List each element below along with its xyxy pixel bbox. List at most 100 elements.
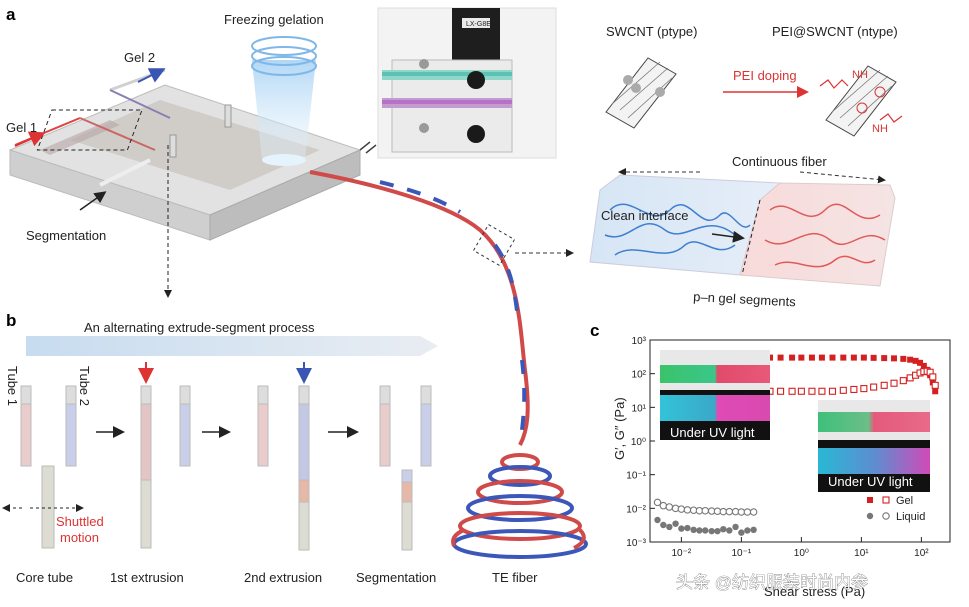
gel2-label: Gel 2 [124, 50, 155, 65]
freezing-beam [251, 36, 317, 166]
data-point-s2 [719, 507, 728, 516]
legend-marker [866, 512, 874, 520]
data-point-s3 [720, 525, 727, 533]
data-point-s0 [932, 388, 939, 395]
zoom-box [472, 223, 516, 267]
segmentation-arrow [79, 191, 107, 211]
data-point-s1 [777, 387, 785, 395]
inset-photo-liquid: Under UV light [818, 400, 930, 492]
tube1-label: Tube 1 [5, 366, 20, 406]
data-point-s2 [743, 508, 752, 516]
x-tick-label: 10⁻² [672, 548, 692, 559]
data-point-s0 [907, 356, 914, 363]
nh-label-2: NH [872, 123, 888, 135]
gel1-arrow [14, 131, 46, 147]
data-point-s1 [931, 381, 939, 389]
x-tick-label: 10⁰ [794, 548, 809, 559]
gel1-label: Gel 1 [6, 120, 37, 135]
data-point-s0 [798, 354, 805, 361]
data-point-s3 [684, 524, 691, 532]
segmentation-stage [379, 385, 432, 551]
shuttled-line-2: motion [60, 530, 99, 545]
data-point-s2 [665, 503, 674, 511]
legend-marker [882, 496, 890, 504]
shuttled-line-1: Shuttled [56, 514, 104, 529]
data-point-s3 [714, 527, 721, 535]
break-mark [359, 141, 371, 151]
data-point-s1 [850, 385, 858, 393]
data-point-s2 [677, 505, 686, 513]
data-point-s1 [788, 387, 796, 395]
data-point-s3 [702, 527, 709, 534]
x-tick-label: 10² [914, 548, 929, 559]
data-point-s1 [828, 387, 837, 395]
data-point-s1 [808, 387, 816, 395]
legend-marker [867, 497, 873, 503]
data-point-s3 [738, 529, 745, 536]
clean-interface-label: Clean interface [601, 208, 688, 223]
y-axis-label: G′, G″ (Pa) [612, 397, 627, 460]
data-point-s0 [777, 354, 784, 361]
y-tick-label: 10¹ [632, 403, 647, 414]
swcnt-tube [605, 57, 677, 129]
gel2-arrow [137, 68, 166, 83]
watermark: 头条 @纺织服装时尚内参 [676, 573, 868, 592]
swcnt-label: SWCNT (ptype) [606, 24, 698, 39]
data-point-s2 [725, 507, 734, 516]
data-point-s3 [660, 521, 667, 529]
data-point-s2 [737, 508, 746, 516]
te-fiber-strand [309, 170, 530, 446]
data-point-s3 [750, 526, 757, 534]
data-point-s0 [920, 362, 927, 369]
data-point-s3 [708, 527, 715, 535]
data-point-s0 [860, 354, 867, 361]
inset-uv-text-1: Under UV light [670, 425, 755, 440]
continuous-fiber-block [589, 174, 896, 287]
data-point-s2 [749, 508, 758, 516]
data-point-s3 [696, 527, 703, 534]
pn-segments-label: p–n gel segments [693, 289, 797, 309]
data-point-s0 [917, 359, 924, 366]
y-tick-label: 10⁻² [626, 504, 646, 515]
legend-label: Liquid [896, 511, 925, 523]
segmentation-step-label: Segmentation [356, 570, 436, 585]
data-point-s3 [690, 526, 697, 534]
core-tube-label: Core tube [16, 570, 73, 585]
tube2-label: Tube 2 [77, 366, 92, 406]
core-tube-stage [20, 385, 77, 549]
data-point-s3 [678, 525, 685, 532]
data-point-s1 [899, 377, 907, 385]
pei-swcnt-tube [819, 65, 903, 137]
data-point-s1 [890, 379, 898, 387]
data-point-s0 [818, 354, 825, 361]
data-point-s0 [840, 354, 847, 361]
second-extrusion-stage [257, 385, 310, 551]
nh-label-1: NH [852, 69, 868, 81]
data-point-s0 [808, 354, 815, 361]
freezing-gelation-label: Freezing gelation [224, 12, 324, 27]
process-arrow [26, 336, 438, 356]
y-tick-label: 10³ [632, 336, 647, 347]
y-tick-label: 10⁻³ [626, 538, 646, 549]
data-point-s0 [881, 355, 888, 362]
data-point-s0 [829, 354, 836, 361]
data-point-s1 [818, 387, 826, 395]
data-point-s1 [839, 386, 847, 394]
process-title: An alternating extrude-segment process [84, 320, 315, 335]
panel-c-letter: c [590, 321, 599, 340]
shuttled-motion-label: Shuttled motion [56, 514, 107, 545]
data-point-s0 [891, 355, 898, 362]
data-point-s1 [870, 383, 878, 391]
continuous-fiber-label: Continuous fiber [732, 154, 827, 169]
y-tick-label: 10⁰ [631, 437, 646, 448]
te-fiber-coil [451, 453, 588, 559]
data-point-s0 [912, 357, 919, 364]
pei-swcnt-label: PEI@SWCNT (ntype) [772, 24, 898, 39]
data-point-s1 [929, 373, 937, 381]
inset-uv-text-2: Under UV light [828, 474, 913, 489]
first-extrusion-stage [140, 385, 191, 549]
